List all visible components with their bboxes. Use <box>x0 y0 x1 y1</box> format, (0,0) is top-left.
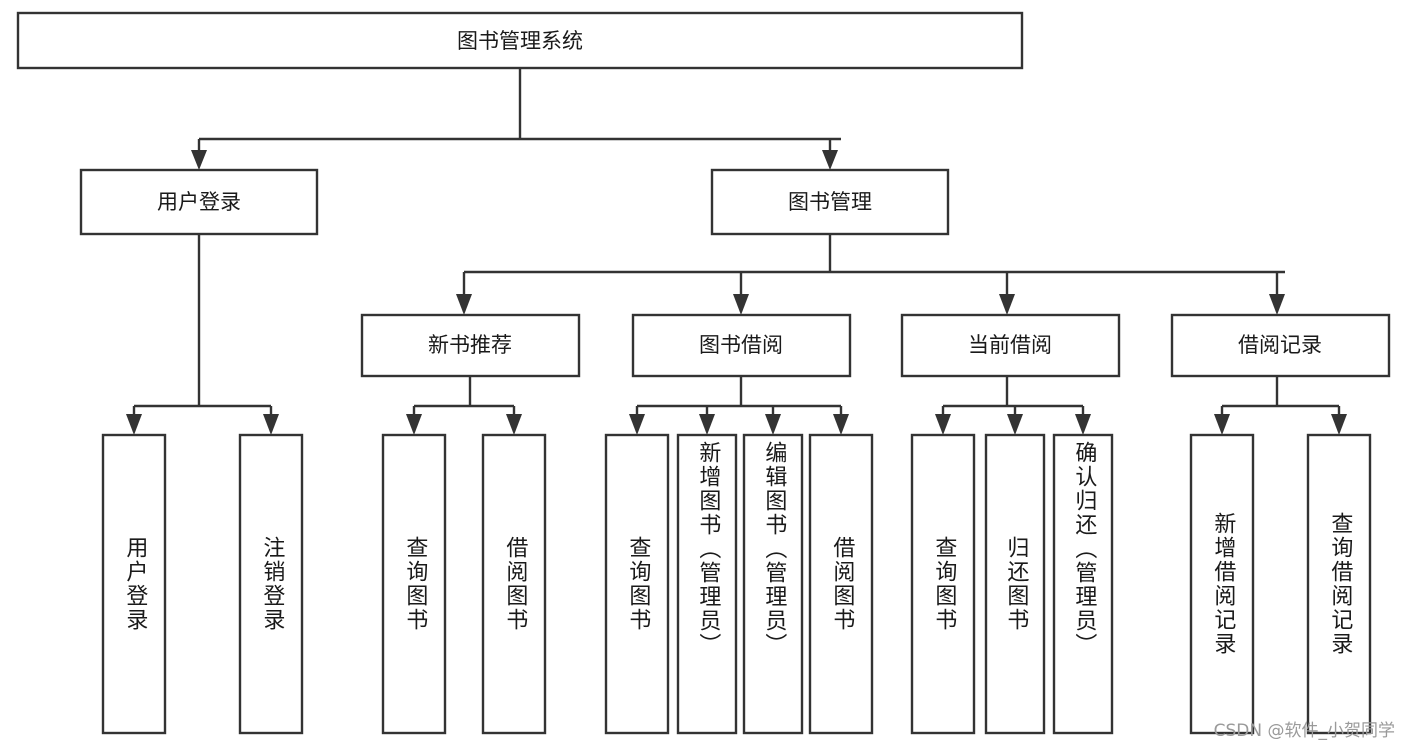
node-book-borrow[interactable]: 图书借阅 <box>631 313 852 378</box>
arrow-to-leaf-borrow-book-2-icon <box>833 414 849 435</box>
arrow-to-leaf-query-record-icon <box>1331 414 1347 435</box>
node-root-box[interactable] <box>16 11 1024 70</box>
watermark-text: CSDN @软件_小贺同学 <box>1213 721 1395 741</box>
arrow-to-leaf-query-book-1-icon <box>406 414 422 435</box>
connectors-userlogin-to-leaves <box>126 234 279 435</box>
arrow-to-book-manage-icon <box>822 150 838 170</box>
connectors-root-to-level2 <box>191 68 841 170</box>
leaf-add-record-box[interactable] <box>1189 433 1255 735</box>
arrow-to-leaf-return-book-icon <box>1007 414 1023 435</box>
node-book-borrow-label: 图书借阅 <box>699 333 783 357</box>
leaf-confirm-return-box[interactable] <box>1052 433 1114 735</box>
node-user-login[interactable]: 用户登录 <box>79 168 319 236</box>
arrow-to-user-login-icon <box>191 150 207 170</box>
leaf-edit-book-box[interactable] <box>742 433 804 735</box>
arrow-to-current-borrow-icon <box>999 294 1015 315</box>
leaf-query-book-1-box[interactable] <box>381 433 447 735</box>
leaf-boxes <box>101 433 1372 735</box>
leaf-query-record-box[interactable] <box>1306 433 1372 735</box>
arrow-to-book-borrow-icon <box>733 294 749 315</box>
leaf-borrow-book-1-box[interactable] <box>481 433 547 735</box>
node-book-borrow-box[interactable] <box>631 313 852 378</box>
arrow-to-leaf-edit-book-icon <box>765 414 781 435</box>
arrow-to-leaf-query-book-3-icon <box>935 414 951 435</box>
node-book-manage[interactable]: 图书管理 <box>710 168 950 236</box>
connectors-bookborrow-to-leaves <box>629 376 849 435</box>
node-user-login-label: 用户登录 <box>157 190 241 214</box>
node-current-borrow-label: 当前借阅 <box>968 333 1052 357</box>
arrow-to-leaf-confirm-return-icon <box>1075 414 1091 435</box>
node-new-book-rec-box[interactable] <box>360 313 581 378</box>
node-current-borrow-box[interactable] <box>900 313 1121 378</box>
leaf-query-book-2-box[interactable] <box>604 433 670 735</box>
node-new-book-rec-label: 新书推荐 <box>428 333 512 357</box>
leaf-query-book-3-box[interactable] <box>910 433 976 735</box>
leaf-user-login-box[interactable] <box>101 433 167 735</box>
arrow-to-leaf-user-login-icon <box>126 414 142 435</box>
node-borrow-record[interactable]: 借阅记录 <box>1170 313 1391 378</box>
node-user-login-box[interactable] <box>79 168 319 236</box>
connectors-borrowrecord-to-leaves <box>1214 376 1347 435</box>
arrow-to-leaf-add-record-icon <box>1214 414 1230 435</box>
node-root[interactable]: 图书管理系统 <box>16 11 1024 70</box>
connectors-newbookrec-to-leaves <box>406 376 522 435</box>
arrow-to-borrow-record-icon <box>1269 294 1285 315</box>
node-book-manage-label: 图书管理 <box>788 190 872 214</box>
arrow-to-leaf-borrow-book-1-icon <box>506 414 522 435</box>
arrow-to-new-book-rec-icon <box>456 294 472 315</box>
node-borrow-record-label: 借阅记录 <box>1238 333 1322 357</box>
node-new-book-rec[interactable]: 新书推荐 <box>360 313 581 378</box>
node-current-borrow[interactable]: 当前借阅 <box>900 313 1121 378</box>
leaf-add-book-box[interactable] <box>676 433 738 735</box>
leaf-return-book-box[interactable] <box>984 433 1046 735</box>
connectors-currentborrow-to-leaves <box>935 376 1091 435</box>
leaf-logout-login-box[interactable] <box>238 433 304 735</box>
node-book-manage-box[interactable] <box>710 168 950 236</box>
connectors-bookmanage-to-level3 <box>456 234 1285 315</box>
arrow-to-leaf-logout-icon <box>263 414 279 435</box>
arrow-to-leaf-query-book-2-icon <box>629 414 645 435</box>
node-root-label: 图书管理系统 <box>457 29 583 53</box>
leaf-borrow-book-2-box[interactable] <box>808 433 874 735</box>
node-borrow-record-box[interactable] <box>1170 313 1391 378</box>
arrow-to-leaf-add-book-icon <box>699 414 715 435</box>
